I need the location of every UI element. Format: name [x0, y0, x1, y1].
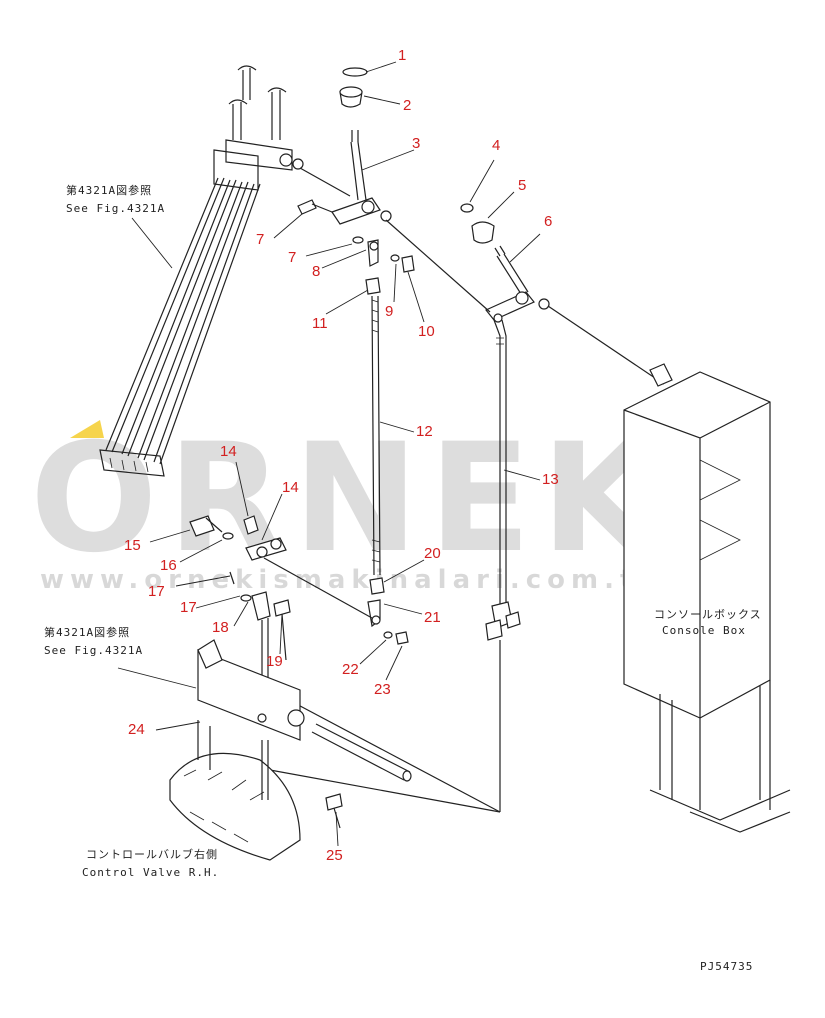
callout-24: 25	[326, 847, 343, 864]
watermark: ORNEK www.ornekismakinalari.com.tr	[30, 412, 667, 595]
connection-lines	[263, 219, 653, 813]
leader-lines	[117, 61, 541, 847]
watermark-url: www.ornekismakinalari.com.tr	[40, 565, 657, 595]
callout-16: 23	[374, 681, 391, 698]
lever-assembly-right	[460, 203, 550, 812]
console-box	[623, 363, 791, 833]
see-fig-mid-jp: 第4321A図参照	[44, 625, 130, 639]
callout-7-left: 12	[416, 423, 433, 440]
callout-15: 15	[124, 537, 141, 554]
drawing-number: PJ54735	[700, 960, 753, 973]
callout-2: 2	[403, 97, 411, 114]
callout-10: 21	[424, 609, 441, 626]
callout-20: 18	[212, 619, 229, 636]
callout-14a: 7	[288, 249, 296, 266]
callout-21: 19	[266, 653, 283, 670]
see-fig-mid-en: See Fig.4321A	[44, 644, 143, 657]
lower-linkage	[189, 515, 291, 716]
callout-11: 20	[424, 545, 441, 562]
callout-7-right: 13	[542, 471, 559, 488]
callout-14b: 9	[385, 303, 393, 320]
see-fig-top-jp: 第4321A図参照	[66, 183, 152, 197]
callout-9: 11	[312, 315, 328, 332]
callout-19: 14	[220, 443, 237, 460]
callout-6: 4	[492, 137, 500, 154]
callout-17a: 16	[160, 557, 177, 574]
lever-assembly-left	[297, 67, 415, 645]
callout-13: 10	[418, 323, 435, 340]
watermark-brand: ORNEK	[30, 412, 667, 586]
callout-8: 8	[312, 263, 320, 280]
callouts: 1 2 3 4 5 6 7 7 8 9 10 11 12 13 14 14 15…	[124, 47, 559, 864]
valve-label-jp: コントロールバルブ右側	[86, 847, 218, 861]
callout-17b: 22	[342, 661, 359, 678]
see-fig-top-en: See Fig.4321A	[66, 202, 165, 215]
callout-25: 24	[128, 721, 145, 738]
callout-3: 1	[398, 47, 406, 64]
callout-12: 7	[256, 231, 264, 248]
pilot-pipes-left	[99, 65, 351, 477]
control-valve	[169, 639, 412, 861]
watermark-accent-icon	[70, 420, 104, 438]
valve-label-en: Control Valve R.H.	[82, 866, 219, 879]
callout-1: 3	[412, 135, 420, 152]
callout-18: 14	[282, 479, 299, 496]
callout-23: 17	[148, 583, 165, 600]
console-label-en: Console Box	[662, 624, 746, 637]
callout-4: 6	[544, 213, 552, 230]
callout-5: 5	[518, 177, 526, 194]
callout-22: 17	[180, 599, 197, 616]
notes: 第4321A図参照 See Fig.4321A 第4321A図参照 See Fi…	[44, 183, 762, 973]
console-label-jp: コンソールボックス	[654, 608, 762, 621]
